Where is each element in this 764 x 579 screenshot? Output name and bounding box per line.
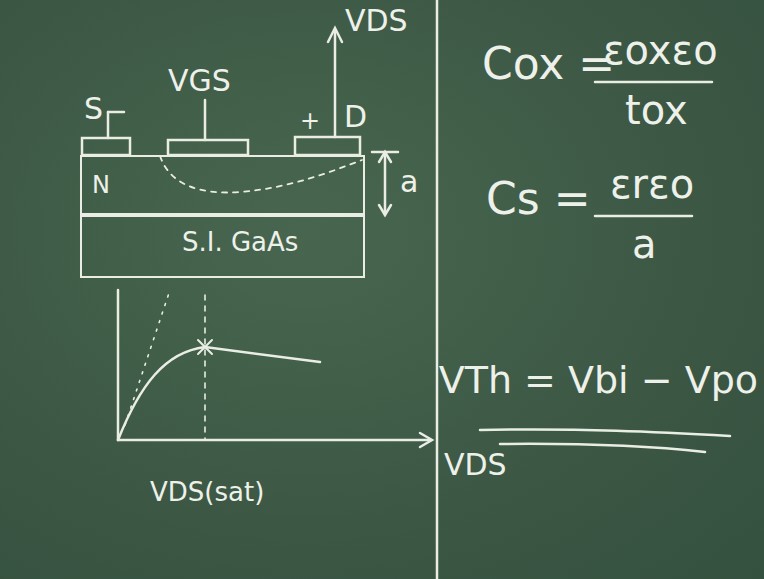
drain-voltage-label: VDS (345, 4, 408, 37)
board-divider (436, 0, 439, 579)
equation-text: Cox = (482, 40, 615, 88)
axis-arrow (420, 433, 432, 447)
gate-voltage-label: VGS (168, 64, 231, 97)
saturation-voltage-label: VDS(sat) (150, 478, 264, 507)
source-contact (82, 138, 130, 155)
source-wire (107, 112, 110, 138)
equation-text: VTh = Vbi − Vpo (439, 360, 758, 402)
drain-contact (295, 137, 360, 155)
gate-wire (204, 100, 207, 140)
substrate-layer: S.I. GaAs (80, 215, 365, 278)
drain-wire (334, 30, 337, 137)
equation-text: tox (625, 88, 688, 132)
equation-text: εrεo (610, 162, 694, 206)
underline (500, 444, 705, 452)
tangent-line (125, 290, 170, 425)
x-axis (118, 439, 430, 442)
dimension-tick (372, 151, 398, 154)
equation-text: a (632, 222, 657, 266)
iv-curve (118, 347, 320, 440)
fraction-bar (595, 215, 692, 218)
arrow-head (379, 205, 391, 215)
equation-text: Cs = (486, 175, 591, 223)
drain-arrow (328, 28, 342, 42)
drain-label: D (344, 100, 367, 133)
axis-label: VDS (444, 448, 507, 481)
vdsat-dashed-line (204, 295, 206, 440)
source-label: S (84, 92, 103, 125)
layer-label: N (92, 171, 110, 199)
thickness-arrow (384, 152, 387, 215)
source-tick (108, 111, 124, 114)
gate-contact (168, 140, 248, 155)
depletion-edge (160, 156, 362, 193)
n-layer: N (80, 155, 365, 215)
thickness-label: a (400, 165, 418, 198)
underline (480, 429, 730, 436)
y-axis (117, 290, 120, 440)
layer-label: S.I. GaAs (182, 227, 298, 257)
polarity-label: + (300, 108, 320, 134)
arrow-head (379, 152, 391, 162)
equation-text: εoxεo (603, 28, 718, 72)
